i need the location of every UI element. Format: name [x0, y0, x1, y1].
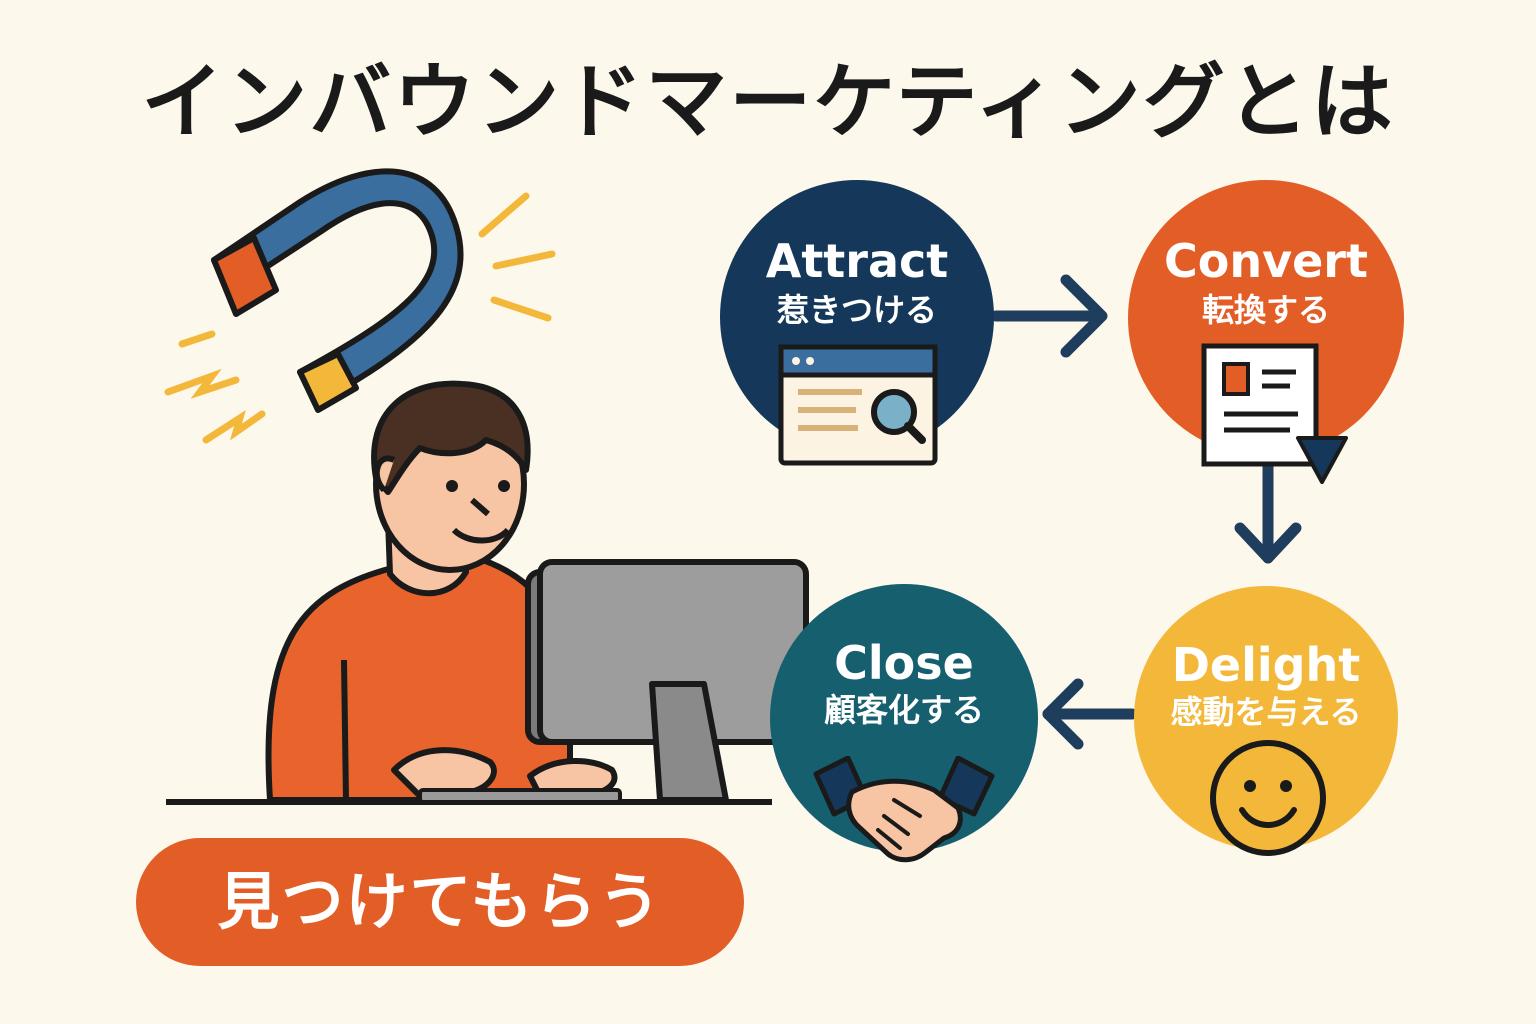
- stage-convert-en: Convert: [1164, 234, 1368, 288]
- person: [265, 380, 618, 803]
- page-title: インバウンドマーケティングとは: [141, 55, 1395, 150]
- smiley-icon: [1210, 740, 1326, 856]
- browser-search-icon: [778, 344, 938, 466]
- handshake-icon: [813, 756, 995, 863]
- stage-delight: Delight 感動を与える: [1134, 586, 1398, 850]
- stage-attract-en: Attract: [765, 234, 949, 288]
- stage-convert-jp: 転換する: [1201, 291, 1330, 329]
- magnet-icon: [211, 168, 464, 413]
- stage-close-en: Close: [834, 636, 974, 690]
- form-download-icon: [1201, 343, 1348, 484]
- arrowhead-right: [1060, 274, 1108, 358]
- attraction-lines: [164, 192, 556, 444]
- banner-label: 見つけてもらう: [136, 838, 744, 966]
- stage-close-jp: 顧客化する: [823, 691, 984, 729]
- stage-attract-jp: 惹きつける: [776, 291, 937, 329]
- stage-delight-jp: 感動を与える: [1170, 693, 1362, 731]
- keyboard: [418, 788, 622, 804]
- stage-delight-en: Delight: [1171, 638, 1361, 692]
- computer: [525, 559, 809, 803]
- arrowhead-down: [1234, 522, 1302, 564]
- arrowhead-left: [1042, 678, 1084, 750]
